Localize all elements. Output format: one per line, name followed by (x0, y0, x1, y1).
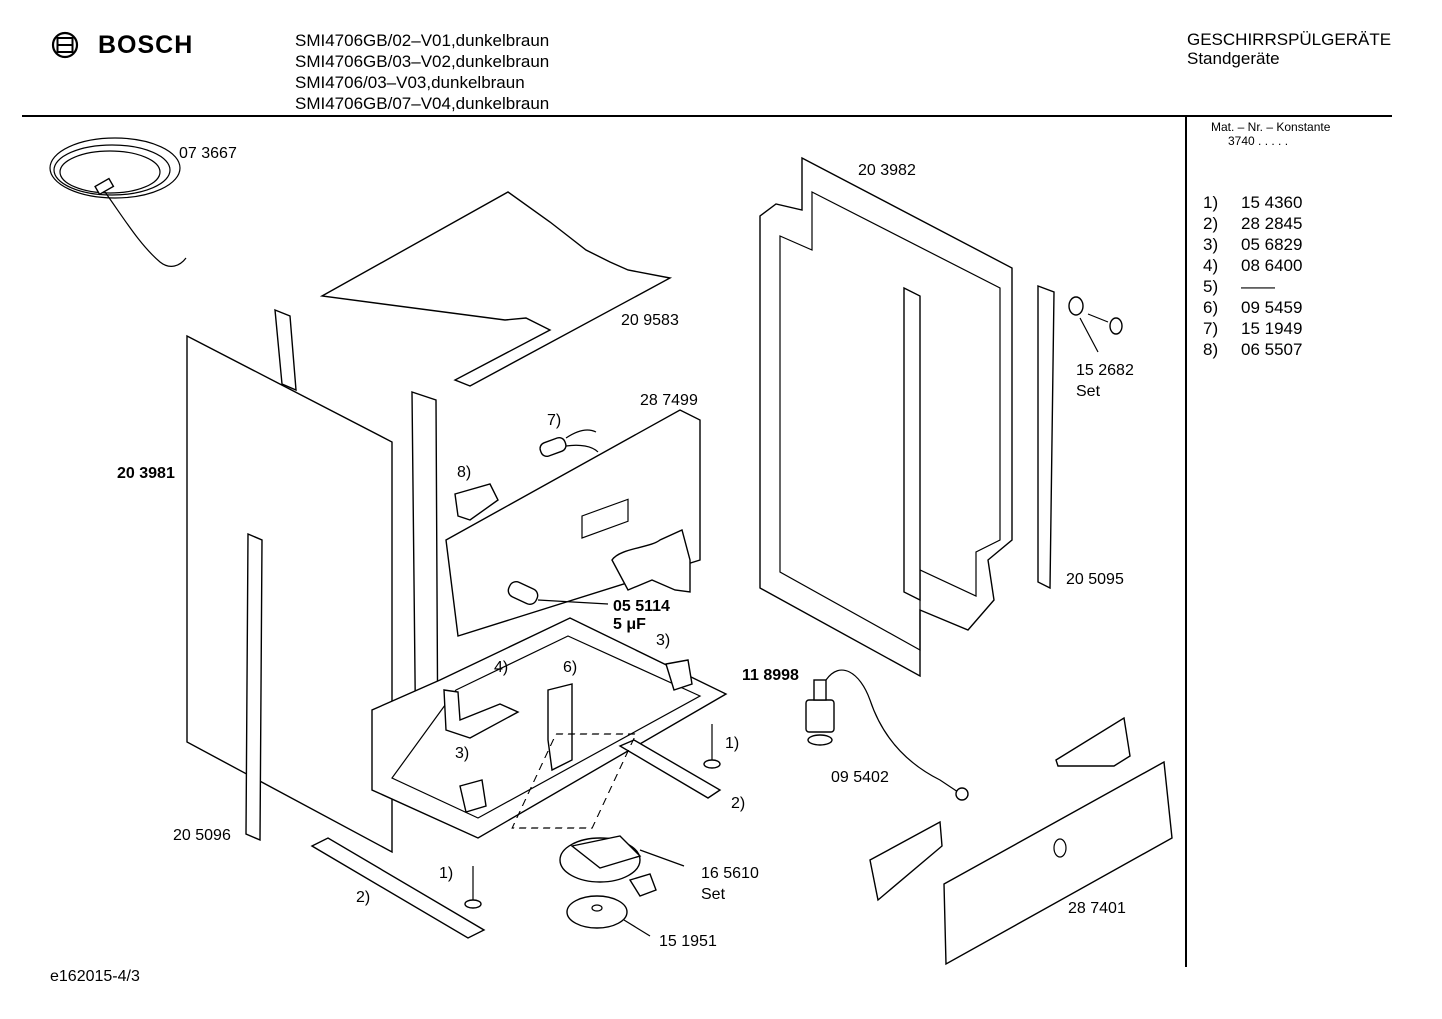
legend-value: 08 6400 (1241, 256, 1303, 275)
model-line: SMI4706/03–V03,dunkelbraun (295, 73, 525, 92)
label-item1b: 1) (439, 865, 453, 882)
kick-plate (943, 760, 1173, 966)
clip-3-top (665, 659, 693, 691)
label-strip-right: 20 5095 (1066, 571, 1124, 588)
model-line: SMI4706GB/03–V02,dunkelbraun (295, 52, 550, 71)
label-item3b: 3) (455, 745, 469, 762)
side-panel (186, 334, 393, 854)
foot-rail-lower (310, 837, 486, 939)
legend-key: 4) (1203, 256, 1219, 275)
legend-key: 2) (1203, 214, 1219, 233)
capacitor (507, 581, 609, 605)
legend-row: 2) 28 2845 (1203, 213, 1302, 234)
brand-name: BOSCH (98, 30, 194, 59)
component-7 (539, 429, 599, 458)
foot-rail-upper (618, 739, 722, 799)
clip-3-bottom (459, 779, 487, 813)
legend-value: 06 5507 (1241, 340, 1303, 359)
legend-key: 5) (1203, 277, 1219, 296)
bracket-6 (547, 683, 573, 772)
exploded-parts-diagram: 07 3667 20 9583 20 3981 20 5096 28 7499 … (49, 137, 1173, 966)
model-list: SMI4706GB/02–V01,dunkelbraun SMI4706GB/0… (295, 30, 549, 114)
screw-set (1068, 296, 1123, 353)
screw-1-lower (464, 866, 482, 909)
label-item1a: 1) (725, 735, 739, 752)
label-item2a: 2) (731, 795, 745, 812)
label-side-panel: 20 3981 (117, 465, 175, 482)
legend-value: 09 5459 (1241, 298, 1303, 317)
legend-row: 1) 15 4360 (1203, 192, 1302, 213)
label-item8: 8) (457, 464, 471, 481)
parts-legend: 1)15 4360 2)28 2845 3)05 6829 4)08 6400 … (1203, 192, 1302, 360)
mat-nr-value: 3740 . . . . . (1228, 134, 1289, 148)
mat-nr-block: Mat. – Nr. – Konstante 3740 . . . . . (1211, 120, 1330, 148)
legend-key: 7) (1203, 319, 1219, 338)
label-item2b: 2) (356, 889, 370, 906)
pipe-fitting (611, 529, 691, 593)
legend-key: 3) (1203, 235, 1219, 254)
sidebar-divider (1185, 117, 1187, 967)
side-rail (274, 308, 297, 392)
label-cable: 07 3667 (179, 145, 237, 162)
legend-value: 28 2845 (1241, 214, 1303, 233)
label-strip-left: 20 5096 (173, 827, 231, 844)
label-top-plate: 20 9583 (621, 312, 679, 329)
legend-key: 8) (1203, 340, 1219, 359)
legend-row: 4) 08 6400 (1203, 255, 1302, 276)
legend-row: 3) 05 6829 (1203, 234, 1302, 255)
legend-row: 7) 15 1949 (1203, 318, 1302, 339)
component-8 (454, 483, 499, 521)
hinge-bracket-upper (1055, 716, 1131, 767)
foot-set (559, 835, 685, 897)
legend-value: 05 6829 (1241, 235, 1303, 254)
model-line: SMI4706GB/02–V01,dunkelbraun (295, 31, 550, 50)
power-cable (49, 137, 187, 267)
bracket-4 (443, 689, 520, 739)
label-capacitor: 05 5114 (613, 598, 670, 615)
label-screw-set: 15 2682 (1076, 362, 1134, 379)
label-item4: 4) (494, 659, 508, 676)
category-subtitle: Standgeräte (1187, 49, 1280, 68)
label-door-frame: 20 3982 (858, 162, 916, 179)
door-frame (759, 156, 1013, 678)
mat-nr-label: Mat. – Nr. – Konstante (1211, 120, 1331, 134)
label-control-panel: 28 7499 (640, 392, 698, 409)
legend-value: 15 1949 (1241, 319, 1303, 338)
legend-key: 1) (1203, 193, 1219, 212)
bosch-logo-icon (51, 31, 79, 59)
header-divider (22, 115, 1392, 117)
label-base-frame: 11 8998 (742, 667, 799, 684)
label-foot-set: 16 5610 (701, 865, 759, 882)
legend-row: 8) 06 5507 (1203, 339, 1302, 360)
label-item7: 7) (547, 412, 561, 429)
foot-set-guide (511, 733, 637, 829)
legend-value: 15 4360 (1241, 193, 1303, 212)
category: GESCHIRRSPÜLGERÄTE Standgeräte (1187, 30, 1391, 68)
label-item6: 6) (563, 659, 577, 676)
strip-left (245, 532, 263, 842)
screw-1-upper (703, 724, 721, 769)
door-inner-rail (903, 286, 921, 602)
label-item3a: 3) (656, 632, 670, 649)
top-plate (319, 191, 673, 387)
legend-value: —— (1241, 277, 1275, 296)
hinge-bracket-lower (869, 820, 943, 902)
legend-row: 5) —— (1203, 276, 1302, 297)
label-foot-set-suffix: Set (701, 886, 726, 903)
legend-row: 6) 09 5459 (1203, 297, 1302, 318)
label-screw-set-suffix: Set (1076, 383, 1101, 400)
label-capacitor-value: 5 μF (613, 616, 646, 633)
category-title: GESCHIRRSPÜLGERÄTE (1187, 30, 1392, 49)
brand: BOSCH (50, 30, 193, 60)
label-disc: 15 1951 (659, 933, 717, 950)
label-kick-plate: 28 7401 (1068, 900, 1126, 917)
footer-code: e162015-4/3 (50, 968, 140, 985)
legend-key: 6) (1203, 298, 1219, 317)
float-switch (805, 669, 969, 801)
strip-right (1037, 284, 1055, 590)
model-line: SMI4706GB/07–V04,dunkelbraun (295, 94, 550, 113)
disc (566, 895, 651, 937)
label-float-switch: 09 5402 (831, 769, 889, 786)
